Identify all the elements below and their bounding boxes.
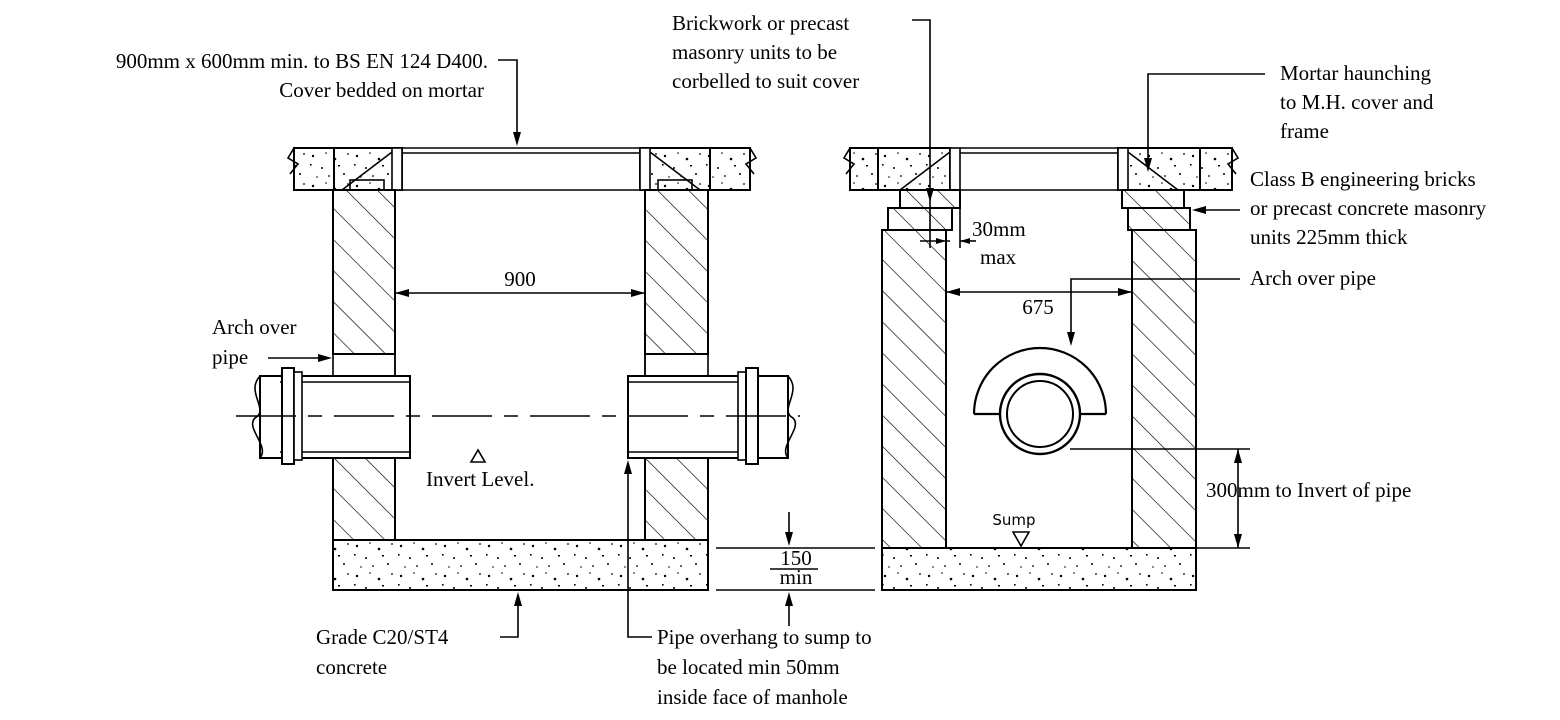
cover-spec-label-line2: Cover bedded on mortar [279, 78, 484, 102]
right-pipe-end-view [972, 346, 1108, 456]
bricks-label-line2: or precast concrete masonry [1250, 196, 1487, 220]
dim-675-label: 675 [1022, 295, 1054, 319]
left-wall-lower-b [644, 457, 709, 541]
dim-30-label-line1: 30mm [972, 217, 1026, 241]
cover-spec-label-line1: 900mm x 600mm min. to BS EN 124 D400. [116, 49, 488, 73]
right-wall-b [1131, 229, 1197, 549]
right-section [842, 19, 1265, 591]
dim-30-label-line2: max [980, 245, 1017, 269]
haunch-label-line1: Mortar haunching [1280, 61, 1432, 85]
dim-150-label-line1: 150 [780, 546, 812, 570]
dim-900-label: 900 [504, 267, 536, 291]
arch-right-label: Arch over pipe [1250, 266, 1376, 290]
corbel-label-line1: Brickwork or precast [672, 11, 849, 35]
invert-level-label: Invert Level. [426, 467, 534, 491]
bricks-label-line1: Class B engineering bricks [1250, 167, 1476, 191]
bricks-label-line3: units 225mm thick [1250, 225, 1408, 249]
dim-300-label: 300mm to Invert of pipe [1206, 478, 1411, 502]
overhang-label-line1: Pipe overhang to sump to [657, 625, 872, 649]
left-wall-lower-a [332, 457, 396, 541]
haunch-label-line3: frame [1280, 119, 1329, 143]
overhang-label-line2: be located min 50mm [657, 655, 840, 679]
left-cover-slab [286, 147, 758, 191]
concrete-label-line1: Grade C20/ST4 [316, 625, 449, 649]
left-wall-upper-b [644, 189, 709, 355]
left-outlet-pipe [627, 367, 797, 465]
concrete-label-line2: concrete [316, 655, 387, 679]
corbel-label-line3: corbelled to suit cover [672, 69, 859, 93]
corbel-label-line2: masonry units to be [672, 40, 837, 64]
dim-150-label-line2: min [780, 565, 813, 589]
haunch-label-line2: to M.H. cover and [1280, 90, 1434, 114]
right-base-slab [881, 547, 1197, 591]
overhang-label-line3: inside face of manhole [657, 685, 848, 709]
sump-label: Sump [992, 511, 1035, 529]
arch-left-label-line2: pipe [212, 345, 248, 369]
right-wall-a [881, 229, 947, 549]
right-cover-slab [842, 147, 1240, 191]
left-wall-upper-a [332, 189, 396, 355]
left-section [236, 59, 875, 638]
left-base-slab [332, 539, 709, 591]
arch-left-label-line1: Arch over [212, 315, 297, 339]
